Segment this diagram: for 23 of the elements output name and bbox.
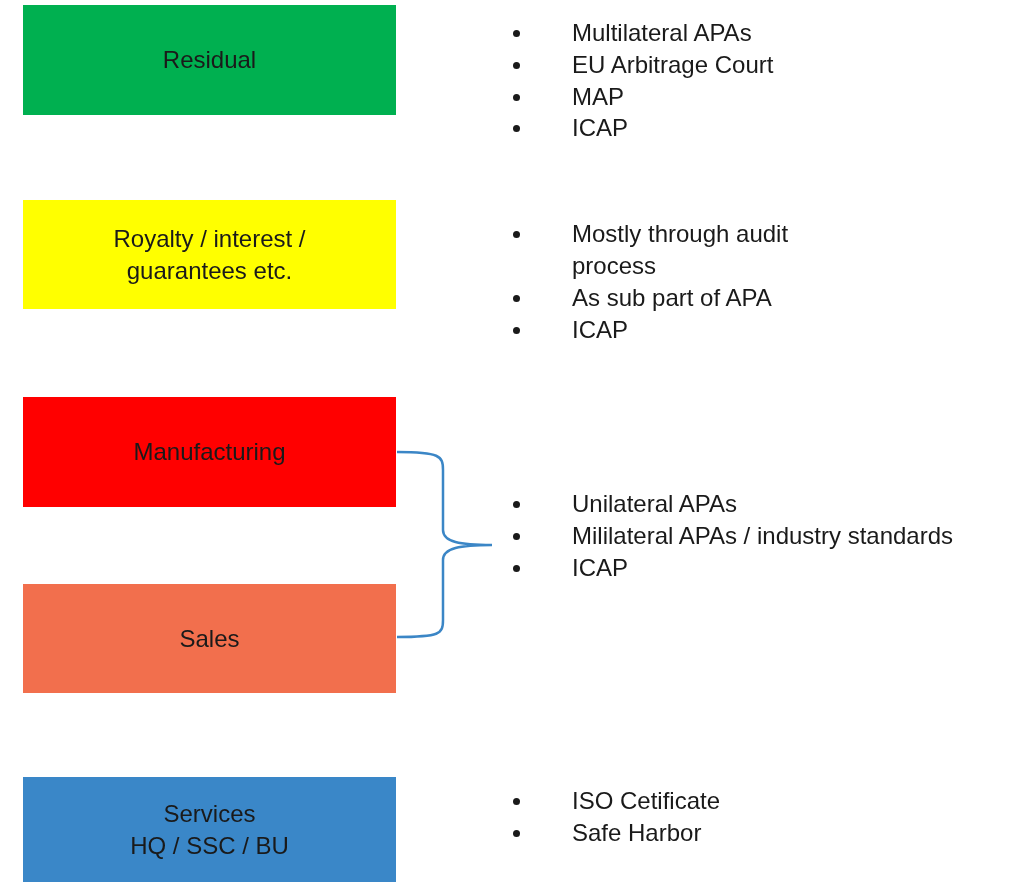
list-item: As sub part of APA: [572, 283, 772, 313]
category-box: [23, 200, 396, 309]
list-item: Mostly through audit process: [572, 219, 790, 281]
list-item: Safe Harbor: [572, 818, 702, 848]
category-box: [23, 777, 396, 882]
list-item: ICAP: [572, 315, 628, 345]
list-item: Unilateral APAs: [572, 489, 737, 519]
category-box: [23, 397, 396, 507]
box-label: Residual: [162, 45, 257, 75]
list-item: ICAP: [572, 553, 628, 583]
list-item: ICAP: [572, 113, 628, 143]
box-label: Sales: [179, 623, 240, 654]
box-label: Royalty / interest / guarantees etc.: [112, 223, 307, 286]
list-item: MAP: [572, 82, 624, 112]
box-label: Services: [163, 798, 256, 829]
box-label: HQ / SSC / BU: [130, 830, 289, 861]
category-box: [23, 5, 396, 115]
category-box: [23, 584, 396, 693]
box-label: Manufacturing: [133, 437, 286, 467]
list-item: Mililateral APAs / industry standards: [572, 521, 954, 551]
list-item: EU Arbitrage Court: [572, 50, 774, 80]
list-item: Multilateral APAs: [572, 18, 752, 48]
list-item: ISO Cetificate: [572, 786, 721, 816]
